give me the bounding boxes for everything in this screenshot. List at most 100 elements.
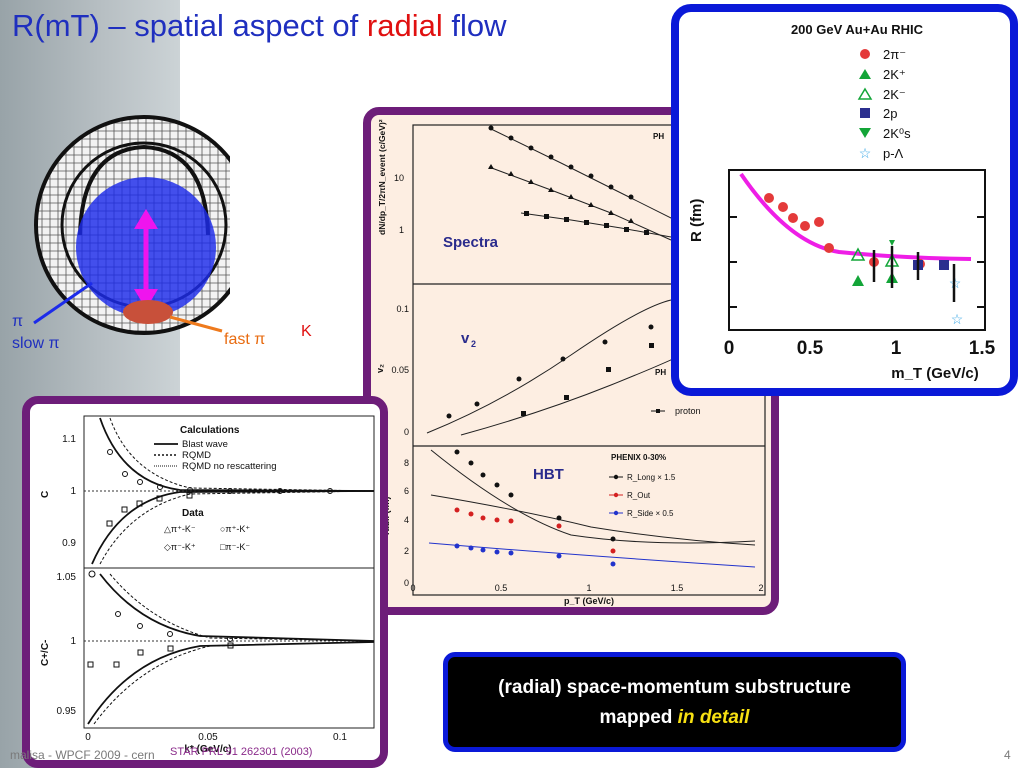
hbt-legend-rlong: R_Long × 1.5 (627, 473, 676, 482)
svg-text:☆: ☆ (951, 311, 964, 327)
blast-data-3: ◇π⁻-K⁺ (164, 542, 196, 552)
blastwave-panel (22, 396, 388, 768)
title-text-end: flow (442, 8, 507, 43)
blast-bottom-upper (99, 573, 375, 642)
spectra-pion-curve (488, 127, 702, 234)
blast-legend-rqmd: RQMD (182, 450, 211, 461)
blast-ytick-1: 1 (70, 486, 76, 497)
phenix-xlabel: p_T (GeV/c) (564, 596, 614, 606)
v2-ytick-0: 0 (404, 427, 409, 437)
blast-ytick-1b: 1 (70, 636, 76, 647)
rhic-legend-2p: 2p (883, 106, 897, 121)
rhic-legend-2kminus: 2K⁻ (883, 87, 906, 102)
blast-xtick-0: 0 (85, 732, 91, 743)
blast-data-title: Data (182, 508, 204, 519)
emission-region (123, 300, 173, 324)
spectra-kaon-curve (488, 166, 672, 241)
spectra-ytick-1: 1 (399, 225, 404, 235)
phenix-xtick-2: 2 (758, 583, 763, 593)
kaon-label: K (301, 323, 312, 340)
rhic-legend-2k0s: 2K⁰s (883, 126, 911, 141)
hbt-ytick-6: 6 (404, 486, 409, 496)
v2-ytick-0.1: 0.1 (396, 304, 409, 314)
blast-xlabel: k* (GeV/c) (184, 744, 231, 755)
footer-author: malisa - WPCF 2009 - cern (10, 748, 155, 762)
blast-ytick-1.05: 1.05 (57, 572, 77, 583)
hbt-rlong-curve (430, 449, 756, 544)
fireball-diagram (33, 115, 230, 335)
v2-proton-curve (460, 344, 702, 436)
hbt-label: HBT (533, 466, 564, 483)
rhic-xlabel: m_T (GeV/c) (891, 365, 979, 382)
blast-ylabel-bottom: C+/C- (40, 640, 51, 666)
fast-pion-line (169, 315, 223, 333)
blast-data-2: ○π⁺-K⁺ (220, 524, 250, 534)
v2-legend-ph: PH (655, 368, 666, 377)
v2-pion-curve (426, 299, 672, 434)
blast-ytick-0.9: 0.9 (62, 538, 76, 549)
arrow-down-head (134, 289, 158, 309)
spectra-legend-ph: PH (653, 132, 664, 141)
blast-top-lower (91, 490, 375, 565)
rhic-legend-2pi: 2π⁻ (883, 47, 906, 62)
blast-top-upper (99, 417, 375, 492)
hbt-ytick-4: 4 (404, 515, 409, 525)
blast-legend-rqmd-norescat: RQMD no rescattering (182, 461, 277, 472)
blast-ytick-1.1: 1.1 (62, 434, 76, 445)
rhic-hbt-plot: 200 GeV Au+Au RHIC 2π⁻ 2K⁺ 2K⁻ 2p 2K⁰s ☆… (688, 22, 996, 382)
blast-ylabel-top: C (40, 491, 51, 498)
blast-legend-title: Calculations (180, 425, 240, 436)
rhic-title: 200 GeV Au+Au RHIC (791, 22, 924, 37)
page-number: 4 (1004, 748, 1011, 762)
arrow-up-head (134, 209, 158, 229)
v2-label: v (461, 330, 470, 347)
hbt-legend-rout: R_Out (627, 491, 651, 500)
callout-line1: (radial) space-momentum substructure (498, 677, 851, 698)
hbt-ytick-2: 2 (404, 546, 409, 556)
blast-data-points (87, 449, 333, 668)
spectra-ylabel: dN/dp_T/2πN_event (c/GeV)² (377, 119, 387, 235)
pi-label: π (12, 313, 24, 330)
phenix-xtick-0: 0 (410, 583, 415, 593)
blast-legend-blastwave: Blast wave (182, 439, 228, 450)
callout-line2-emphasis: in detail (677, 707, 750, 728)
v2-ytick-0.05: 0.05 (391, 365, 409, 375)
hbt-rout-curve (430, 494, 756, 546)
v2-legend-proton: proton (675, 406, 701, 416)
phenix-xtick-1: 1 (586, 583, 591, 593)
hbt-ytick-0: 0 (404, 578, 409, 588)
rhic-xtick-0: 0 (724, 338, 735, 359)
rhic-legend: 2π⁻ 2K⁺ 2K⁻ 2p 2K⁰s ☆ p-Λ (857, 47, 911, 161)
phenix-xtick-1.5: 1.5 (671, 583, 684, 593)
blastwave-plots: 1.1 1 0.9 1.05 1 0.95 C C+/C- Calculatio… (40, 415, 375, 755)
v2-label-sub: 2 (471, 339, 476, 349)
blast-xtick-0.1: 0.1 (333, 732, 347, 743)
spectra-points (488, 125, 649, 235)
rhic-legend-plambda: p-Λ (883, 146, 904, 161)
fast-pi-label: fast π (224, 331, 266, 348)
blast-data-4: □π⁻-K⁻ (220, 542, 250, 552)
hbt-legend-rside: R_Side × 0.5 (627, 509, 674, 518)
rhic-fit-curve (739, 172, 972, 261)
spectra-ytick-10: 10 (394, 173, 404, 183)
rhic-xtick-1: 1 (891, 338, 902, 359)
rhic-legend-2kplus: 2K⁺ (883, 67, 906, 82)
rhic-ylabel: R (fm) (688, 199, 705, 242)
blast-xtick-0.05: 0.05 (198, 732, 218, 743)
hbt-rside-curve (428, 542, 756, 568)
hbt-points (454, 449, 616, 567)
footer-reference: STAR PRL 91 262301 (2003) (170, 746, 313, 758)
slide-title: R(mT) – spatial aspect of radial flow (12, 8, 506, 44)
phenix-xtick-0.5: 0.5 (495, 583, 508, 593)
summary-callout: (radial) space-momentum substructure map… (443, 652, 906, 752)
blast-ytick-0.95: 0.95 (57, 706, 77, 717)
slow-pion-line (33, 281, 93, 325)
title-text: R(mT) – spatial aspect of (12, 8, 367, 43)
title-highlight: radial (366, 8, 443, 43)
rhic-xtick-0.5: 0.5 (797, 338, 824, 359)
slow-pi-label: slow π (12, 335, 60, 352)
blast-bottom-lower (87, 641, 375, 725)
hbt-legend-title: PHENIX 0-30% (611, 453, 666, 462)
callout-line2-text: mapped (599, 707, 678, 728)
blast-data-1: △π⁺-K⁻ (164, 524, 196, 534)
